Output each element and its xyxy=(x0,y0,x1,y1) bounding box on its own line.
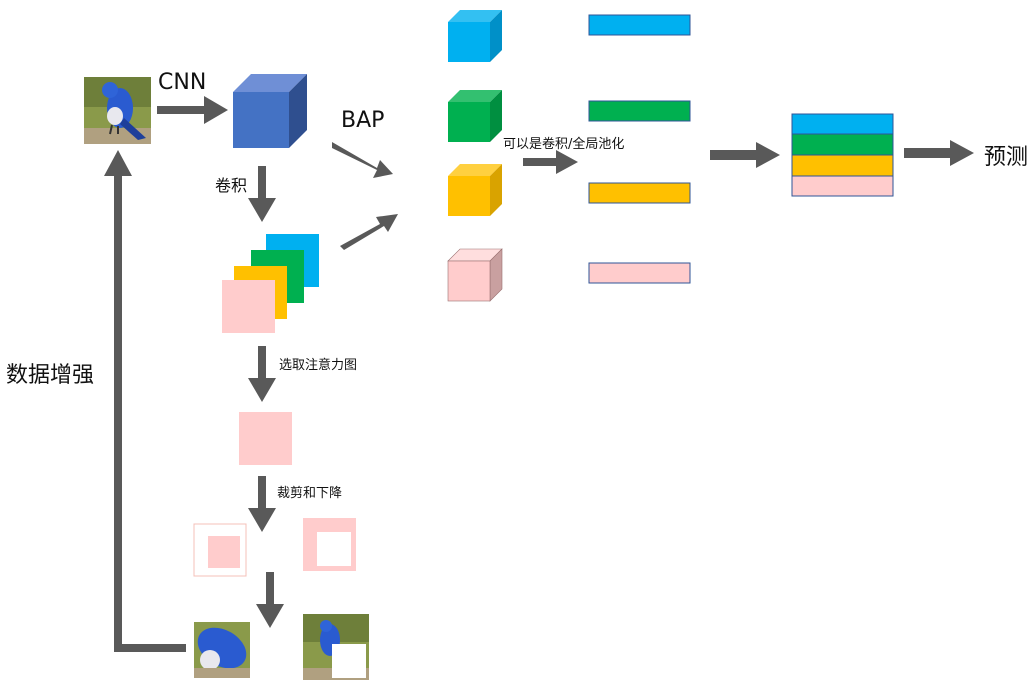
bap-label: BAP xyxy=(341,108,385,133)
concatenated-feature-matrix xyxy=(791,113,894,197)
cnn-label: CNN xyxy=(158,70,207,95)
augmentation-loop-arrow xyxy=(104,150,186,652)
select-attention-arrow xyxy=(248,346,276,402)
part-vector-pink xyxy=(588,262,691,284)
input-bird-image xyxy=(84,77,151,144)
part-cube-pink xyxy=(447,248,503,302)
part-vector-blue xyxy=(588,14,691,36)
bap-arrow-from-attention xyxy=(340,214,398,250)
crop-drop-label: 裁剪和下降 xyxy=(277,486,343,501)
crop-mask xyxy=(193,523,247,577)
bap-arrow-from-features xyxy=(332,142,393,178)
feature-map-cube xyxy=(233,74,307,148)
predict-arrow xyxy=(904,140,974,166)
part-cube-blue xyxy=(448,10,502,62)
conv-or-gap-label: 可以是卷积/全局池化 xyxy=(503,137,625,152)
augment-output-arrow xyxy=(256,572,284,628)
concat-arrow xyxy=(710,142,780,168)
cropped-bird-image xyxy=(194,622,250,678)
predict-label: 预测 xyxy=(984,145,1029,170)
part-vector-yellow xyxy=(588,182,691,204)
conv-arrow xyxy=(248,166,276,222)
attention-maps-stack xyxy=(222,234,319,333)
crop-drop-arrow xyxy=(248,476,276,532)
augment-label: 数据增强 xyxy=(6,363,95,388)
conv-label: 卷积 xyxy=(215,176,248,195)
part-vector-green xyxy=(588,100,691,122)
cnn-arrow xyxy=(157,96,228,124)
part-cube-green xyxy=(448,90,502,142)
pooling-arrow xyxy=(523,150,578,174)
drop-mask xyxy=(303,518,356,571)
selected-attention-map xyxy=(239,412,292,465)
part-cube-yellow xyxy=(448,164,502,216)
select-attention-label: 选取注意力图 xyxy=(279,358,358,373)
dropped-bird-image xyxy=(303,614,369,680)
